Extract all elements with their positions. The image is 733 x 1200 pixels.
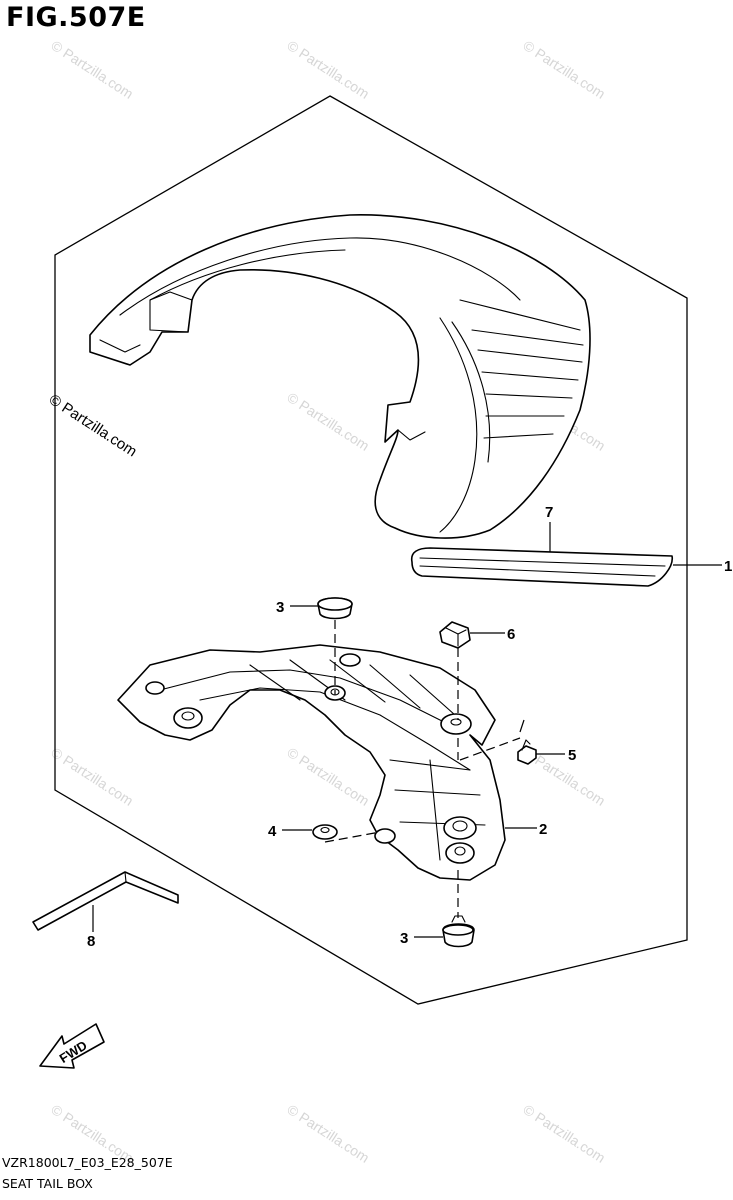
watermark: © Partzilla.com: [284, 37, 372, 102]
watermark: © Partzilla.com: [46, 391, 140, 460]
watermark: © Partzilla.com: [520, 37, 608, 102]
watermark: © Partzilla.com: [48, 744, 136, 809]
carrier-bracket: [117, 644, 506, 881]
assembly-lines: [324, 620, 525, 918]
clip-nut: [439, 621, 471, 649]
watermark: © Partzilla.com: [48, 37, 136, 102]
callout-5: 5: [568, 747, 576, 764]
callout-4: 4: [268, 823, 277, 840]
callout-8: 8: [87, 933, 95, 950]
grommet-lower: [442, 915, 475, 948]
watermark: © Partzilla.com: [284, 744, 372, 809]
fwd-arrow: FWD: [39, 1023, 105, 1069]
callout-1: 1: [724, 558, 732, 575]
callout-2: 2: [539, 821, 547, 838]
collar: [312, 824, 338, 840]
figure-name: SEAT TAIL BOX: [2, 1176, 93, 1191]
leader-lines: [92, 522, 722, 938]
trim-strip: [410, 547, 673, 587]
callout-3-lower: 3: [400, 930, 408, 947]
hex-wrench: [32, 871, 179, 931]
callout-7: 7: [545, 504, 553, 521]
callout-3-upper: 3: [276, 599, 284, 616]
bolt: [517, 739, 537, 765]
tail-box-cover: [89, 214, 591, 539]
watermark: © Partzilla.com: [284, 1101, 372, 1166]
callout-6: 6: [507, 626, 515, 643]
watermark: © Partzilla.com: [520, 1101, 608, 1166]
figure-title: FIG.507E: [6, 2, 146, 33]
assembly-outline: [54, 95, 688, 1005]
callouts: 7 1 3 6 5 2 4 3 8: [87, 504, 732, 950]
model-code: VZR1800L7_E03_E28_507E: [2, 1155, 173, 1170]
grommet-upper: [317, 597, 353, 620]
watermark: © Partzilla.com: [284, 389, 372, 454]
